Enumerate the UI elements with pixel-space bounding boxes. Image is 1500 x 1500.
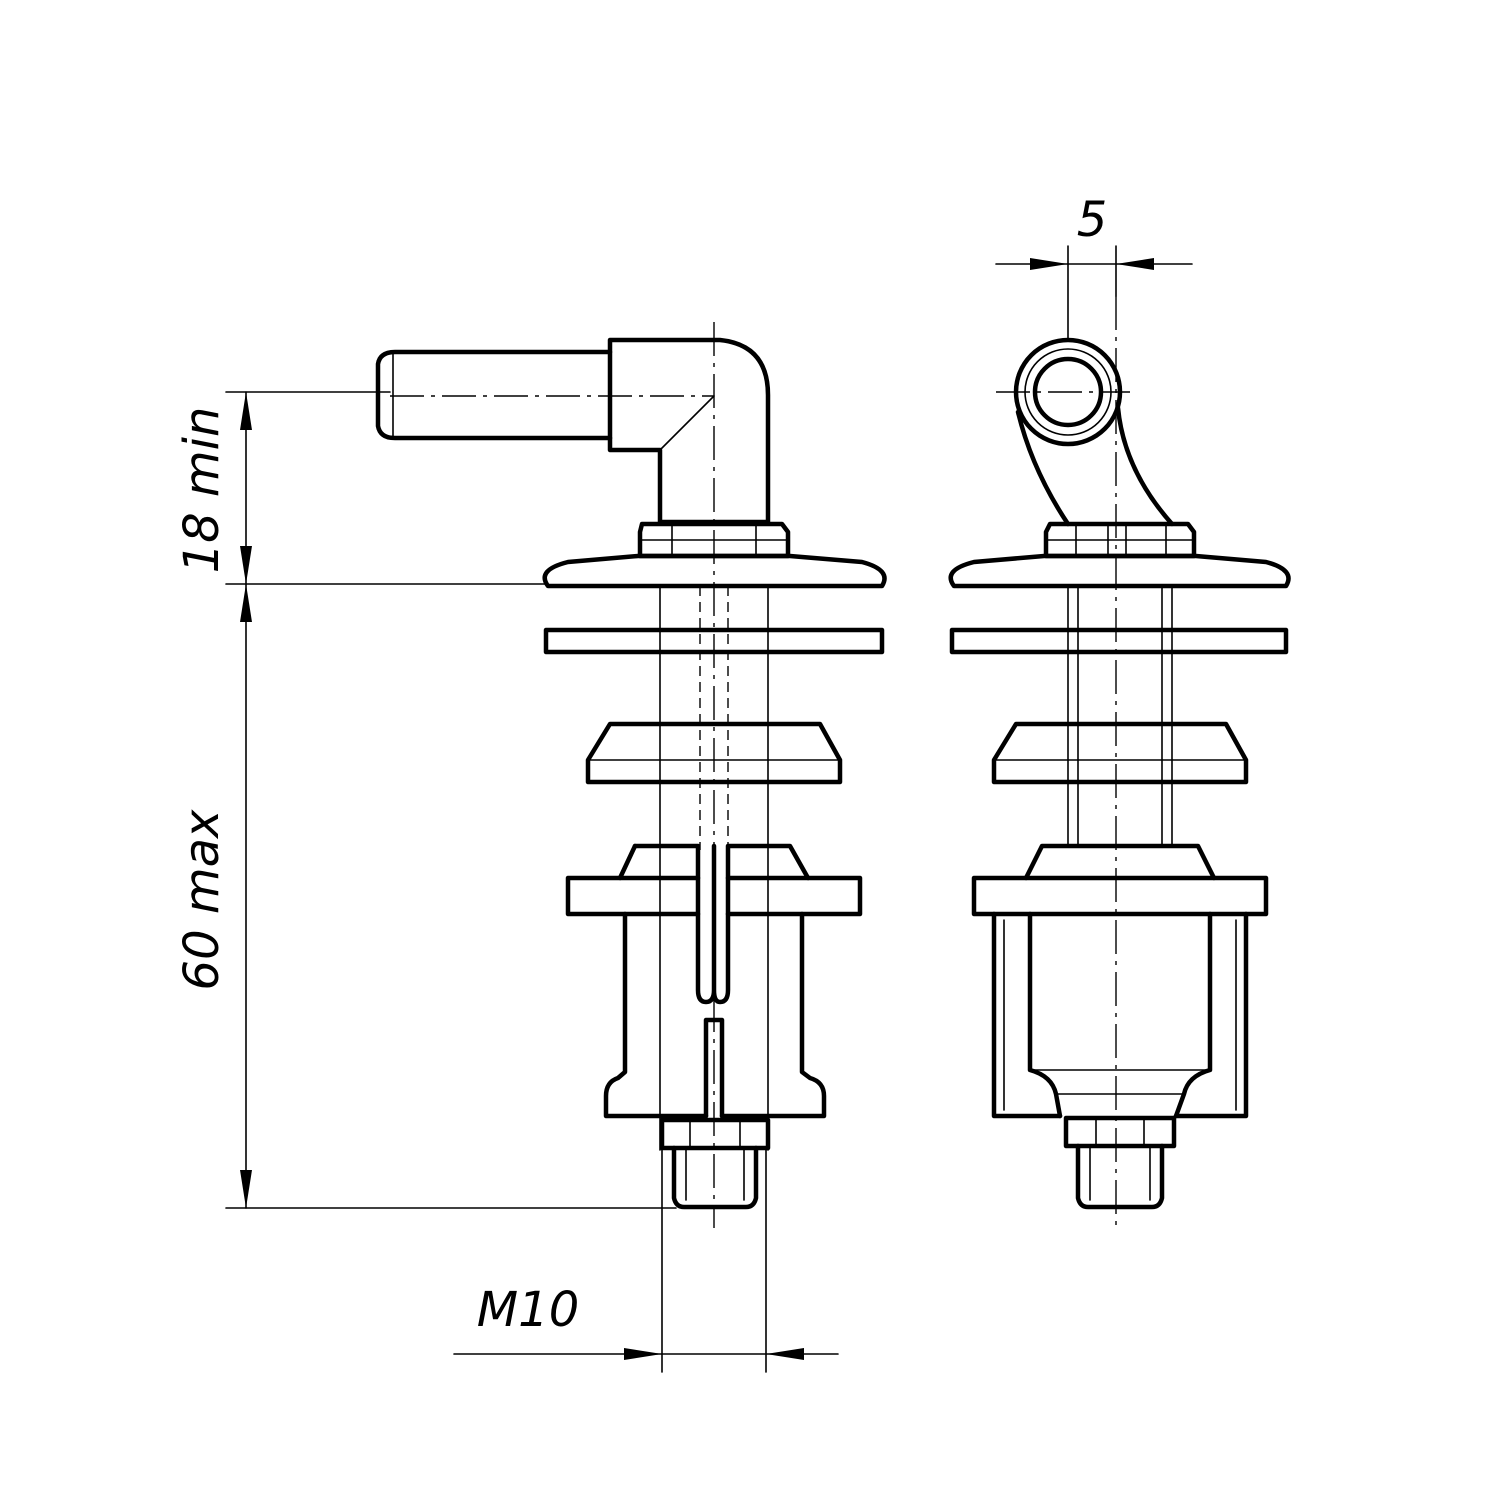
front-anchor-sleeve-inner [1003, 919, 1237, 1111]
offset-dimension-label: 5 [1077, 192, 1108, 248]
front-view [948, 296, 1291, 1228]
arrow-thread-left [624, 1348, 662, 1360]
front-threaded-end [1075, 1143, 1165, 1210]
arrow-length-top [240, 584, 252, 622]
elbow-body [607, 337, 771, 525]
bottom-nut [659, 1117, 771, 1151]
anchor-slot-upper [695, 843, 731, 1005]
anchor-cone-left-edge [617, 843, 638, 881]
front-anchor-flange [971, 875, 1269, 917]
flat-washer [543, 627, 885, 655]
front-anchor-sleeve [991, 911, 1249, 1119]
horizontal-pin [375, 349, 613, 441]
front-inner-plug [1027, 911, 1213, 1119]
eye-inner-ring [1032, 356, 1104, 428]
eye-neck-right [1115, 405, 1175, 527]
length-dimension-label: 60 max [174, 809, 230, 991]
front-conical-washer [991, 721, 1249, 785]
front-flat-washer [949, 627, 1289, 655]
front-bottom-nut [1063, 1115, 1177, 1149]
elbow-inner-line [659, 395, 715, 451]
front-anchor-cone [1023, 843, 1217, 881]
anchor-sleeve-left [603, 911, 709, 1119]
thread-dimension-label: M10 [477, 1282, 580, 1338]
front-rosette-washer [948, 553, 1291, 589]
arrow-offset-left [1030, 258, 1068, 270]
rosette-washer [542, 553, 887, 589]
eye-mid-ring [1024, 348, 1112, 436]
anchor-cone [632, 843, 811, 881]
anchor-slot-lower [703, 1017, 725, 1119]
clearance-dimension-label: 18 min [174, 407, 230, 574]
arrow-offset-right [1116, 258, 1154, 270]
dimensions: 18 min 60 max M10 5 [174, 192, 1193, 1373]
arrow-clearance-top [240, 392, 252, 430]
arrow-length-bottom [240, 1170, 252, 1208]
arrow-thread-right [766, 1348, 804, 1360]
eye-neck-left [1015, 409, 1071, 527]
arrow-clearance-bottom [240, 546, 252, 584]
anchor-sleeve-right [719, 911, 827, 1119]
threaded-end [671, 1145, 759, 1210]
side-view [375, 322, 887, 1228]
